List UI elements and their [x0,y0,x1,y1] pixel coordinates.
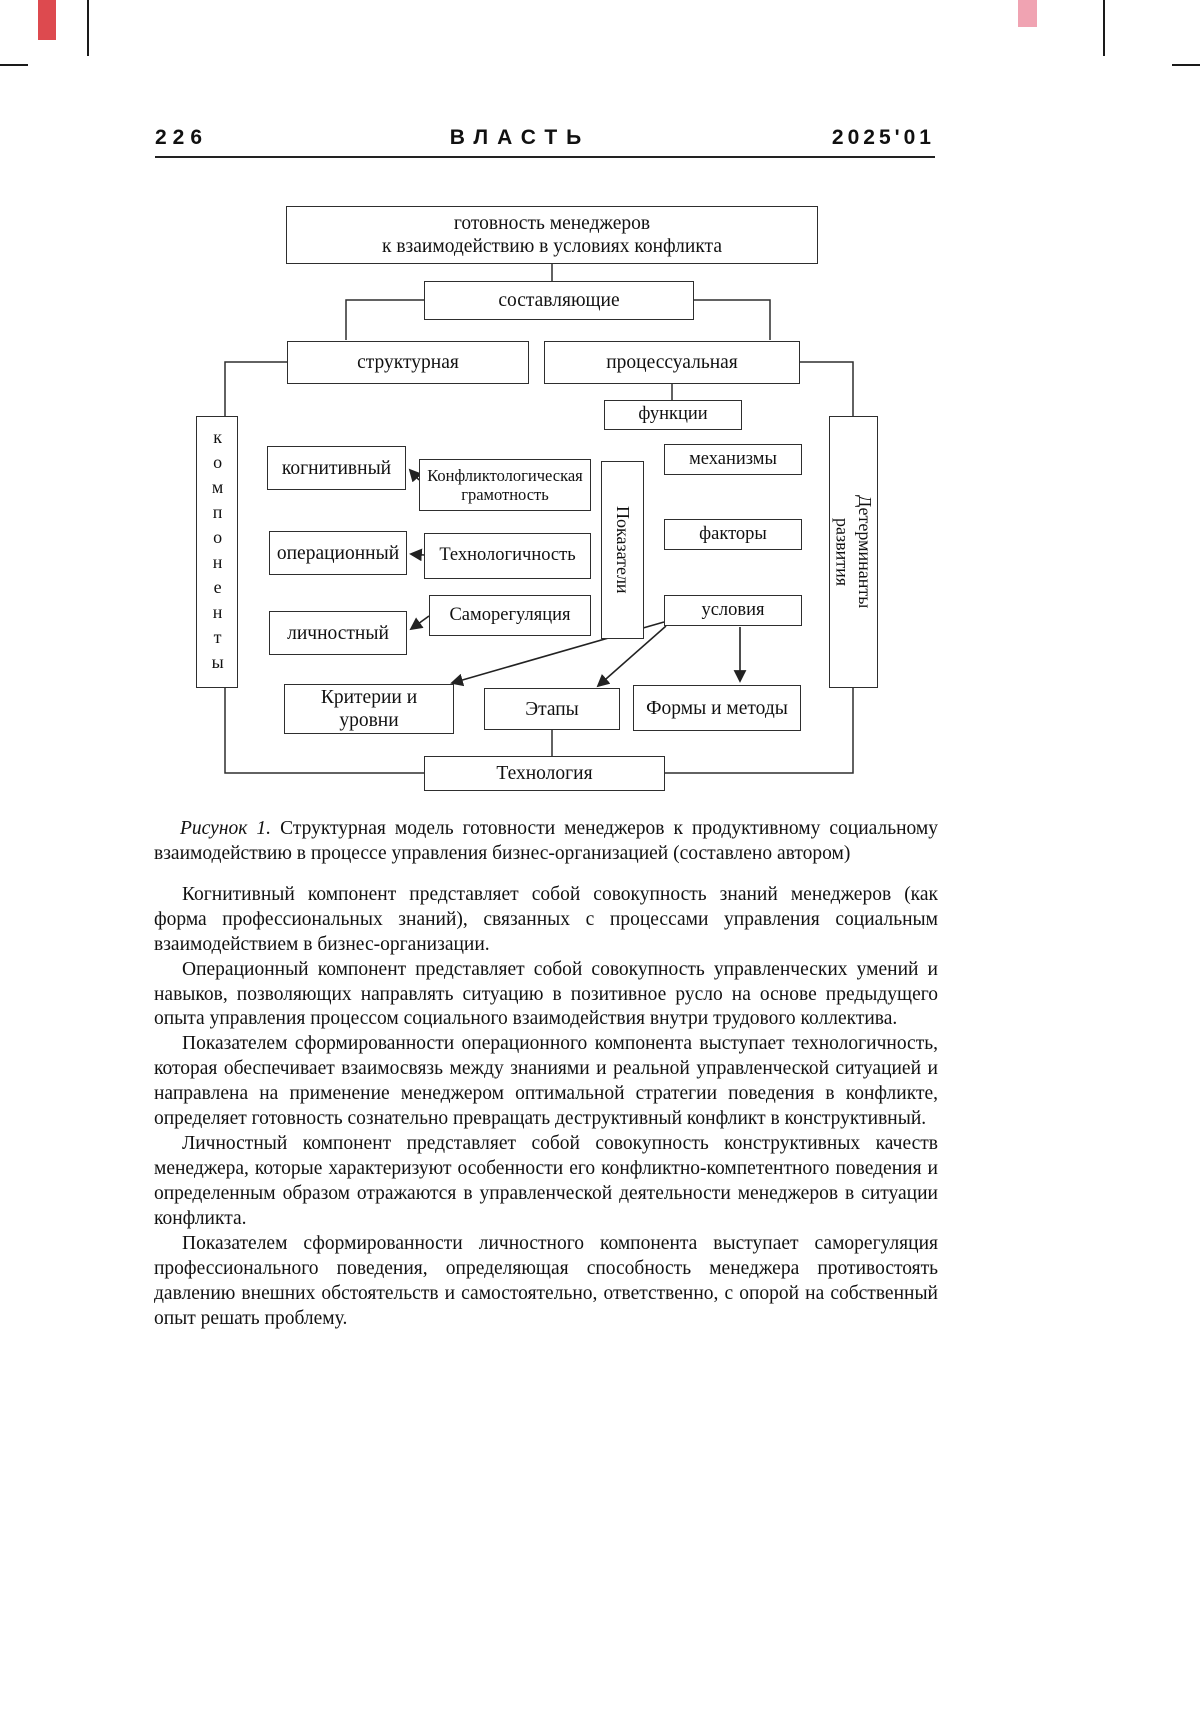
diagram-node-cognitive: когнитивный [267,446,406,490]
body-paragraph: Личностный компонент представляет собой … [154,1133,938,1230]
crop-mark-pink-bar [1018,0,1037,27]
diagram-node-technological: Технологичность [424,533,591,579]
diagram-node-readiness: готовность менеджеров к взаимодействию в… [286,206,818,264]
header-rule [155,156,935,158]
text-block: Рисунок 1. Структурная модель готовности… [154,816,938,1332]
diagram-node-technology: Технология [424,756,665,791]
crop-mark-left-line [87,0,89,56]
crop-mark-right-tick [1172,64,1200,66]
diagram-node-determinants: Детерминанты развития [829,416,878,688]
journal-title: ВЛАСТЬ [449,126,591,149]
diagram-node-functions: функции [604,400,742,430]
diagram-node-structural: структурная [287,341,529,384]
body-paragraph: Операционный компонент представляет собо… [154,958,938,1030]
crop-mark-right-line [1103,0,1105,56]
page-header: 226 ВЛАСТЬ 2025'01 [155,126,935,150]
diagram-node-forms-methods: Формы и методы [633,685,801,731]
body-paragraph: Когнитивный компонент представляет собой… [154,883,938,955]
crop-mark-red-bar [38,0,56,40]
body-paragraph: Показателем сформированности операционно… [154,1033,938,1130]
diagram-node-components-top: составляющие [424,281,694,320]
diagram-node-procedural: процессуальная [544,341,800,384]
issue-number: 2025'01 [831,126,935,149]
diagram-node-stages: Этапы [484,688,620,730]
diagram-node-self-regulation: Саморегуляция [429,595,591,636]
diagram-node-components-side: компоненты [196,416,238,688]
diagram-node-criteria: Критерии и уровни [284,684,454,734]
diagram-node-operational: операционный [269,531,407,575]
crop-mark-left-tick [0,64,28,66]
body-text: Когнитивный компонент представляет собой… [154,883,938,1332]
diagram-node-indicators: Показатели [601,461,644,639]
diagram-node-conflict-literacy: Конфликтологическая грамотность [419,459,591,511]
page-number: 226 [155,126,209,149]
diagram-node-mechanisms: механизмы [664,444,802,475]
body-paragraph: Показателем сформированности личностного… [154,1233,938,1329]
diagram-node-factors: факторы [664,519,802,550]
diagram-node-personal: личностный [269,611,407,655]
figure-caption-label: Рисунок 1. [180,818,272,839]
figure-caption: Рисунок 1. Структурная модель готовности… [154,816,938,867]
diagram-node-conditions: условия [664,595,802,626]
figure-caption-text: Структурная модель готовности менеджеров… [154,818,939,865]
